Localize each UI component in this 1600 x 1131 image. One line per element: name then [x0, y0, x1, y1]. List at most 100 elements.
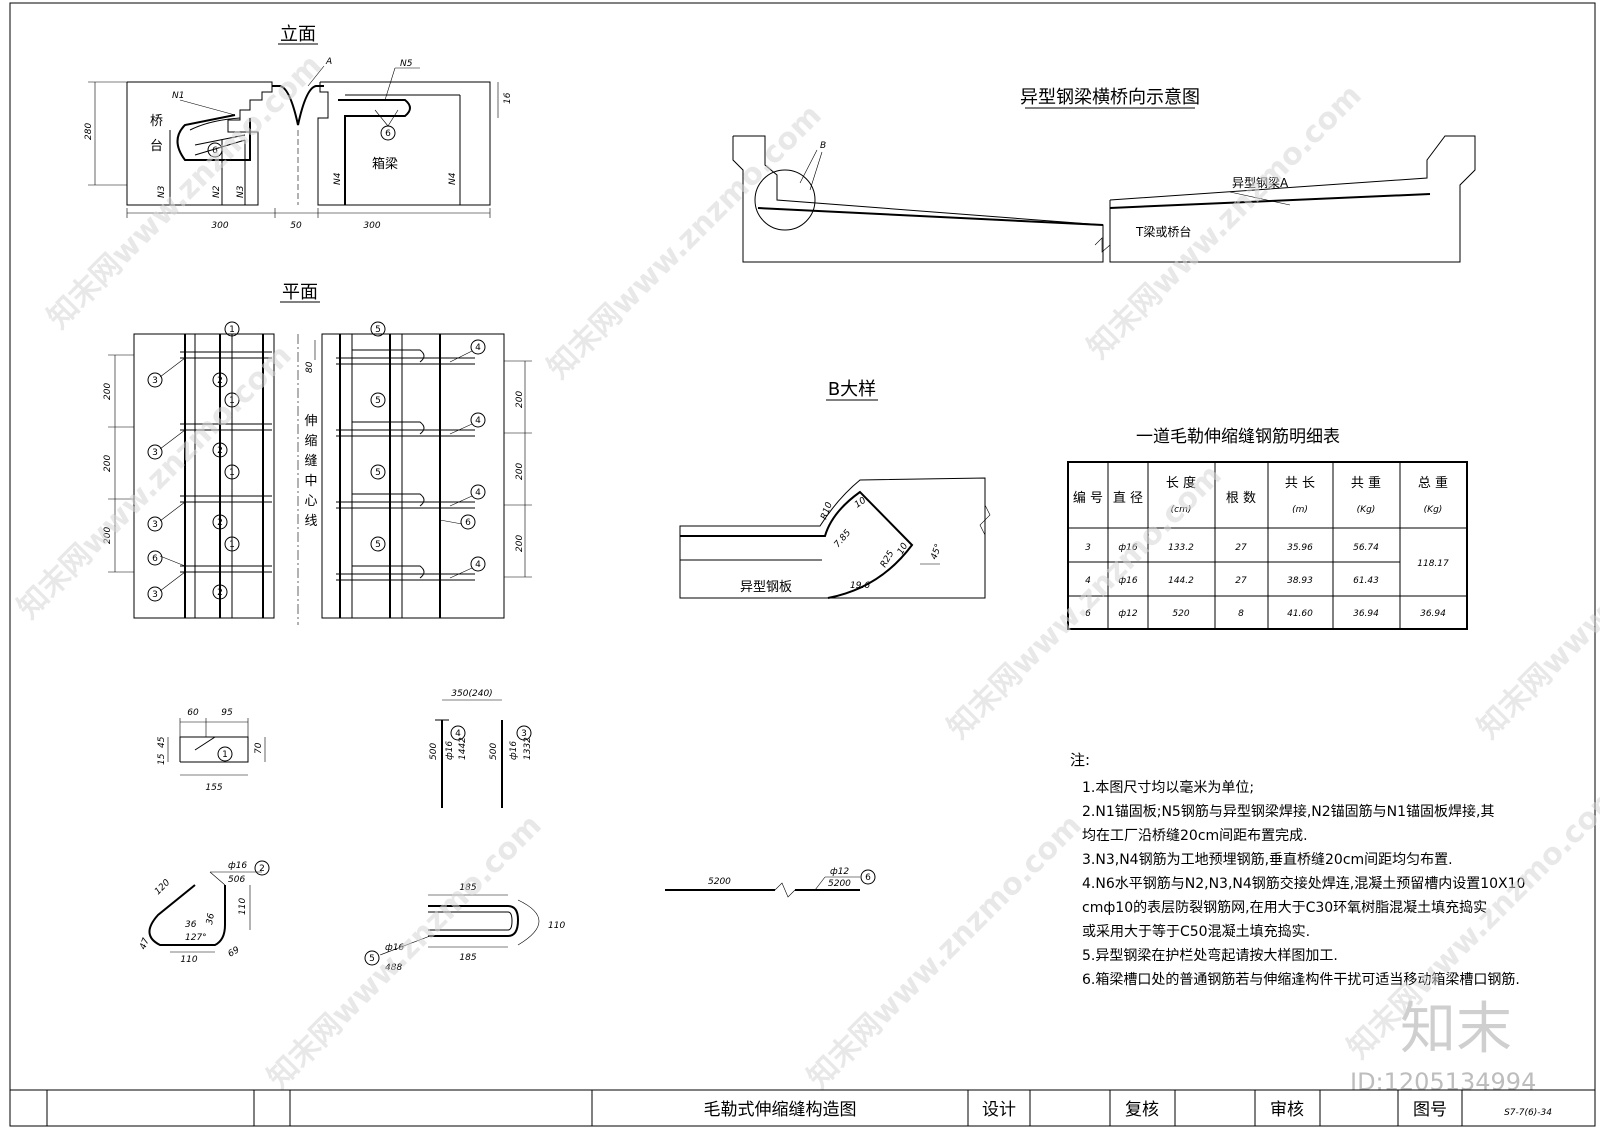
- svg-text:36: 36: [205, 912, 217, 925]
- note-line-8: 5.异型钢梁在护栏处弯起请按大样图加工.: [1082, 947, 1338, 964]
- detail-b-label: B: [820, 141, 826, 151]
- plan-circle-2c: [212, 514, 228, 530]
- svg-text:4: 4: [455, 729, 461, 739]
- joint-center-label: 伸 缩 缝 中 心 线: [304, 414, 317, 529]
- svg-text:38.93: 38.93: [1287, 576, 1313, 586]
- plan-circle-4c-label: 4: [475, 488, 481, 498]
- leader-n5: [384, 67, 396, 101]
- svg-text:5200: 5200: [828, 879, 851, 889]
- svg-text:27: 27: [1235, 543, 1247, 553]
- watermark-id: ID:1205134994: [1350, 1068, 1536, 1096]
- detail-title: B大样: [828, 379, 876, 400]
- label-n1: N1: [172, 91, 184, 101]
- seal-profile: [272, 85, 324, 126]
- table-header-total-len: 共 长: [1285, 476, 1315, 491]
- svg-text:中: 中: [304, 474, 317, 489]
- table-title: 一道毛勒伸缩缝钢筋明细表: [1136, 427, 1340, 447]
- svg-text:1: 1: [222, 750, 228, 760]
- table-unit-weight: (Kg): [1357, 505, 1376, 515]
- cross-title: 异型钢梁横桥向示意图: [1020, 87, 1200, 108]
- plan-circle-5a-label: 5: [375, 396, 381, 406]
- svg-text:56.74: 56.74: [1353, 543, 1379, 553]
- detail-dim-196: 19.6: [850, 581, 870, 591]
- label-abutment-2: 台: [150, 139, 163, 154]
- drawing-name: 毛勒式伸缩缝构造图: [704, 1100, 857, 1120]
- plan-circle-6-left-label: 6: [152, 554, 158, 564]
- svg-text:110: 110: [180, 955, 197, 965]
- plan-circle-2d: [212, 584, 228, 600]
- note-line-3: 均在工厂沿桥缝20cm间距布置完成.: [1082, 828, 1308, 844]
- svg-text:ф16: ф16: [228, 861, 247, 871]
- plan-circle-5-top-label: 5: [375, 325, 381, 335]
- plan-circle-1b-label: 1: [229, 468, 235, 478]
- label-n2: N2: [212, 185, 222, 198]
- plan-circle-4b-label: 4: [475, 416, 481, 426]
- plan-dim-200-l1: 200: [103, 383, 113, 400]
- note-line-2: 2.N1锚固板;N5钢筋与异型钢梁焊接,N2锚固筋与N1锚固板焊接,其: [1082, 803, 1495, 820]
- box-girder-outline: [317, 81, 491, 206]
- dim-300-left: 300: [211, 221, 228, 231]
- dim-280: 280: [84, 123, 94, 140]
- svg-text:35.96: 35.96: [1287, 543, 1313, 553]
- plan-circle-4d: [470, 556, 486, 572]
- rebar-shape-n5: 110 185 185 ф16 488 5: [364, 883, 565, 973]
- anchor-bar-n2: [176, 114, 251, 161]
- plan-leaders-left: [159, 357, 186, 592]
- svg-text:15: 15: [157, 753, 167, 765]
- tb-drawing-no: S7-7(6)-34: [1504, 1108, 1552, 1118]
- plan-circle-2b: [212, 442, 228, 458]
- elevation-view: 立面 6 6 桥 台 箱梁 N1 N5 A: [84, 24, 513, 231]
- svg-text:144.2: 144.2: [1168, 576, 1194, 586]
- svg-text:5200: 5200: [708, 877, 731, 887]
- cross-profile-beam-left: [757, 207, 1104, 226]
- svg-text:41.60: 41.60: [1287, 609, 1313, 619]
- svg-text:185: 185: [459, 883, 476, 893]
- detail-break-mark: [979, 504, 991, 536]
- plan-dim-200-r3: 200: [515, 535, 525, 552]
- cross-profile-beam-right: [1109, 193, 1431, 209]
- detail-b-leader-2: [809, 151, 823, 191]
- table-unit-total-weight: (Kg): [1424, 505, 1443, 515]
- cross-right-deck: [1109, 135, 1476, 263]
- label-n4-left: N4: [333, 172, 343, 185]
- tb-drawing-no-label: 图号: [1413, 1100, 1447, 1120]
- cross-beam-label: 异型钢梁A: [1232, 175, 1289, 190]
- plan-left-block: [133, 333, 275, 619]
- dim-50: 50: [290, 221, 302, 231]
- table-merged-total: 118.17: [1417, 559, 1449, 569]
- title-block: 毛勒式伸缩缝构造图 设计 复核 审核 图号 S7-7(6)-34: [10, 1089, 1595, 1126]
- dim-16: 16: [503, 92, 513, 104]
- svg-text:155: 155: [205, 783, 222, 793]
- plan-dim-200-l3: 200: [103, 527, 113, 544]
- svg-text:47: 47: [138, 937, 151, 951]
- plan-circle-4b: [470, 412, 486, 428]
- plan-circle-4c: [470, 484, 486, 500]
- cross-break-mark: [1094, 237, 1111, 253]
- svg-text:知末网www.znzmo.com: 知末网www.znzmo.com: [801, 808, 1089, 1096]
- svg-text:心: 心: [304, 494, 317, 509]
- plan-circle-2a-label: 2: [217, 376, 223, 386]
- label-n5: N5: [400, 59, 413, 69]
- label-n4-right: N4: [448, 172, 458, 185]
- notes-title: 注:: [1070, 751, 1090, 769]
- circle-6-left: [207, 142, 223, 158]
- svg-text:133.2: 133.2: [1168, 543, 1194, 553]
- svg-text:ф16: ф16: [1118, 543, 1137, 553]
- notes-block: 注: 1.本图尺寸均以毫米为单位; 2.N1锚固板;N5钢筋与异型钢梁焊接,N2…: [1070, 751, 1525, 988]
- table-header-count: 根 数: [1226, 491, 1256, 506]
- table-header-len: 长 度: [1166, 475, 1196, 491]
- detail-b-leader-1: [799, 149, 818, 184]
- plan-circle-3b: [147, 444, 163, 460]
- note-line-9: 6.箱梁槽口处的普通钢筋若与伸缩逢构件干扰可适当移动箱梁槽口钢筋.: [1082, 971, 1520, 988]
- svg-text:110: 110: [238, 898, 248, 915]
- plan-circle-1-label: 1: [229, 396, 235, 406]
- svg-text:6: 6: [1085, 609, 1091, 619]
- n5-bar: [338, 99, 411, 205]
- note-line-6: cmф10的表层防裂钢筋网,在用大于C30环氧树脂混凝土填充捣实: [1082, 899, 1487, 916]
- watermark-brand: 知末: [1400, 997, 1512, 1062]
- plan-view: 平面: [103, 282, 532, 625]
- svg-text:36.94: 36.94: [1420, 609, 1446, 619]
- svg-text:120: 120: [153, 878, 172, 897]
- svg-text:127°: 127°: [185, 933, 207, 943]
- tb-check: 复核: [1125, 1100, 1159, 1120]
